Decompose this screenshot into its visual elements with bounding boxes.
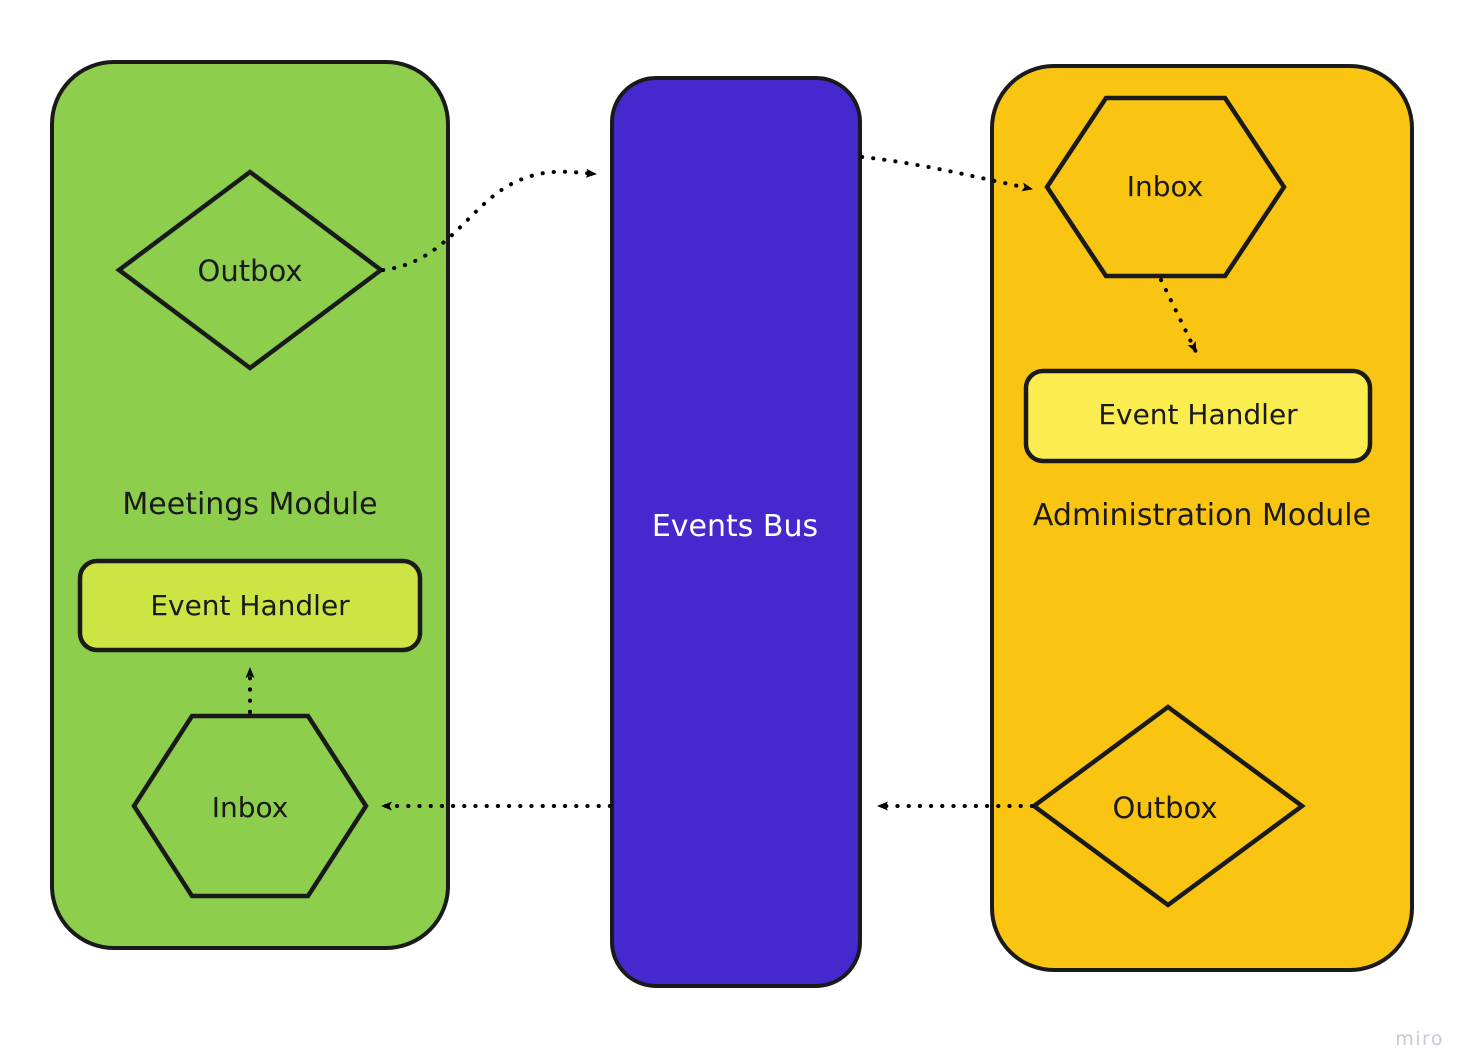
shape-admin-handler[interactable] — [1023, 368, 1373, 464]
module-events-bus[interactable] — [610, 76, 862, 988]
module-administration-module[interactable] — [990, 64, 1414, 972]
shape-meetings-handler[interactable] — [77, 558, 423, 653]
connector-meetings-outbox-to-bus — [381, 168, 598, 272]
shape-meetings-outbox[interactable] — [115, 169, 385, 371]
miro-watermark: miro — [1395, 1028, 1444, 1050]
connector-bus-to-admin-inbox — [860, 155, 1034, 192]
shape-admin-inbox[interactable] — [1044, 95, 1287, 279]
shape-admin-outbox[interactable] — [1030, 704, 1306, 908]
shape-meetings-inbox[interactable] — [131, 713, 369, 899]
connector-admin-inbox-to-handler — [1159, 278, 1198, 354]
